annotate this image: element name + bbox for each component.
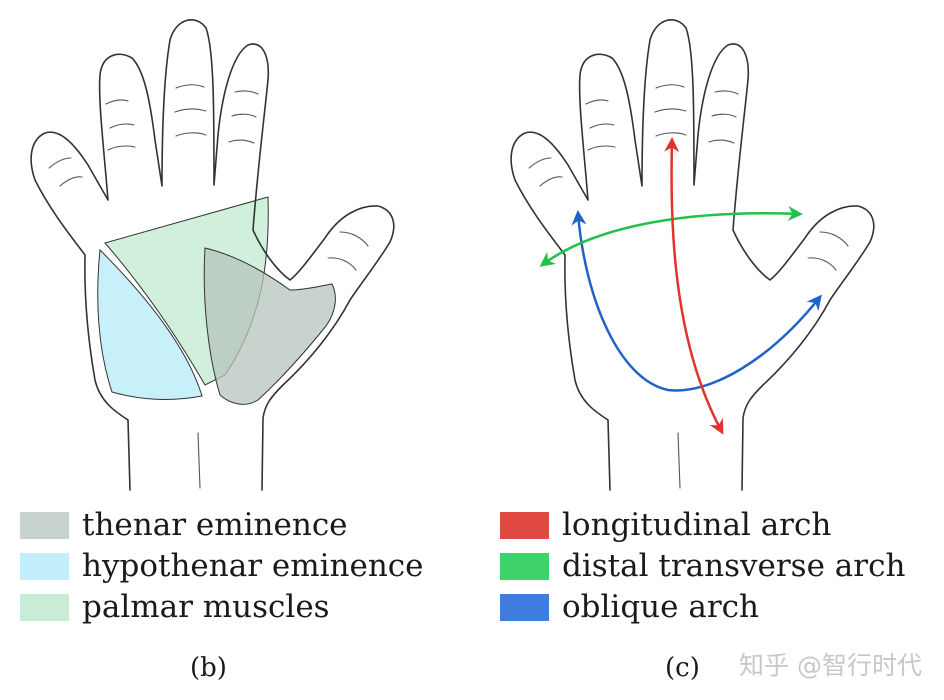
arches <box>539 137 822 435</box>
legend-b: thenar eminence hypothenar eminence palm… <box>20 505 424 628</box>
distal-transverse-arch-arrow <box>539 206 803 267</box>
watermark: 知乎 @智行时代 <box>739 651 922 680</box>
legend-label: oblique arch <box>562 589 759 625</box>
caption-b: (b) <box>190 653 227 683</box>
legend-item-transverse: distal transverse arch <box>500 546 905 587</box>
caption-c: (c) <box>665 653 700 683</box>
legend-label: distal transverse arch <box>562 548 906 584</box>
longitudinal-swatch <box>500 512 549 539</box>
legend-label: longitudinal arch <box>562 507 832 543</box>
legend-label: palmar muscles <box>82 589 330 625</box>
legend-label: thenar eminence <box>82 507 348 543</box>
legend-item-hypothenar: hypothenar eminence <box>20 546 424 587</box>
legend-item-longitudinal: longitudinal arch <box>500 505 905 546</box>
hypothenar-eminence-region <box>97 248 203 400</box>
legend-item-oblique: oblique arch <box>500 587 905 628</box>
hypothenar-swatch <box>20 553 69 580</box>
transverse-swatch <box>500 553 549 580</box>
longitudinal-arch-arrow <box>664 137 724 435</box>
oblique-swatch <box>500 594 549 621</box>
legend-c: longitudinal arch distal transverse arch… <box>500 505 905 628</box>
thenar-swatch <box>20 512 69 539</box>
hand-b <box>30 19 395 491</box>
hand-c <box>510 19 875 491</box>
palmar-swatch <box>20 594 69 621</box>
legend-label: hypothenar eminence <box>82 548 424 584</box>
thenar-eminence-region <box>203 247 336 405</box>
legend-item-thenar: thenar eminence <box>20 505 424 546</box>
legend-item-palmar: palmar muscles <box>20 587 424 628</box>
